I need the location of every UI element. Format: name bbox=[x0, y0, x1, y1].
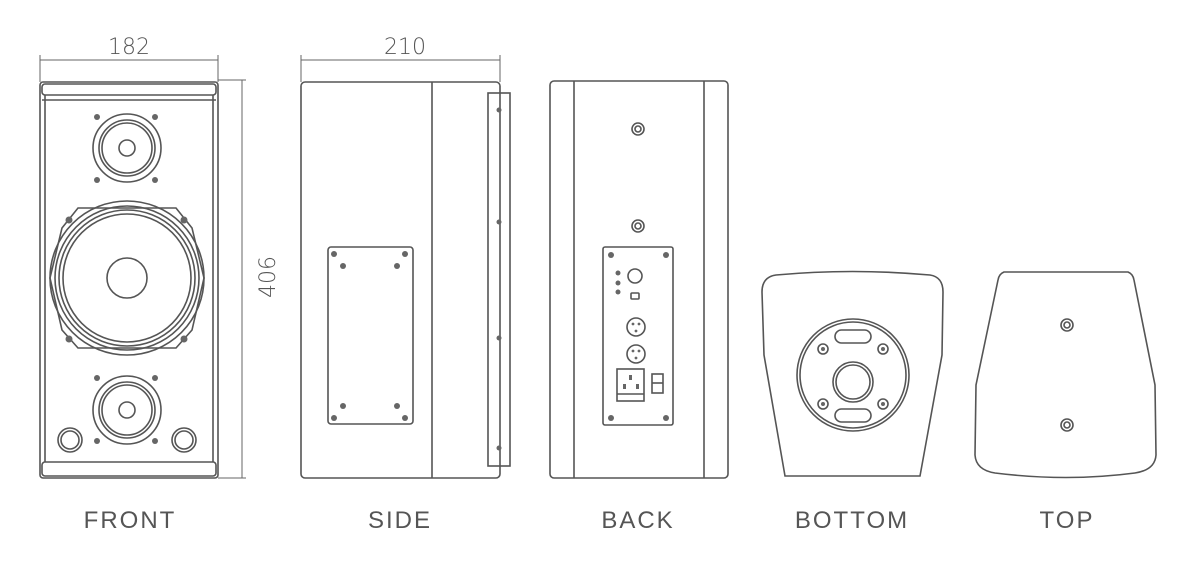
led-indicator bbox=[615, 270, 621, 276]
mounting-rail bbox=[487, 92, 511, 467]
lower-tweeter bbox=[92, 375, 162, 445]
top-label: TOP bbox=[1040, 507, 1095, 534]
bottom-view: BOTTOM bbox=[761, 270, 944, 534]
width-dimension: 182 bbox=[39, 35, 219, 82]
top-rail bbox=[41, 83, 217, 96]
back-label: BACK bbox=[601, 507, 674, 534]
back-view: BACK bbox=[549, 80, 729, 534]
upper-tweeter bbox=[92, 113, 162, 183]
depth-dimension: 210 bbox=[300, 35, 501, 82]
amplifier-panel bbox=[602, 246, 674, 426]
bottom-outline bbox=[761, 270, 944, 477]
volume-knob bbox=[627, 268, 643, 284]
bass-ports bbox=[57, 427, 197, 453]
side-cabinet bbox=[300, 81, 501, 479]
side-view: 210 SIDE bbox=[300, 35, 511, 534]
bottom-rail bbox=[41, 461, 217, 477]
xlr-output bbox=[626, 344, 646, 364]
front-label: FRONT bbox=[84, 507, 177, 534]
depth-value: 210 bbox=[384, 35, 426, 60]
xlr-input bbox=[626, 317, 646, 337]
top-view: TOP bbox=[974, 271, 1157, 534]
woofer bbox=[49, 200, 205, 356]
front-cabinet bbox=[39, 81, 219, 479]
bottom-label: BOTTOM bbox=[795, 507, 909, 534]
top-rigging-points bbox=[1060, 318, 1074, 432]
height-value: 406 bbox=[256, 256, 281, 298]
pole-mount bbox=[796, 318, 910, 432]
side-label: SIDE bbox=[368, 507, 432, 534]
front-view: 182 406 bbox=[39, 35, 281, 534]
width-value: 182 bbox=[108, 35, 150, 60]
top-outline bbox=[974, 271, 1157, 479]
side-bracket-plate bbox=[327, 246, 414, 425]
rigging-points bbox=[631, 122, 645, 233]
back-cabinet bbox=[549, 80, 729, 479]
power-socket bbox=[616, 368, 645, 402]
height-dimension: 406 bbox=[218, 79, 281, 479]
power-switch bbox=[651, 373, 664, 394]
